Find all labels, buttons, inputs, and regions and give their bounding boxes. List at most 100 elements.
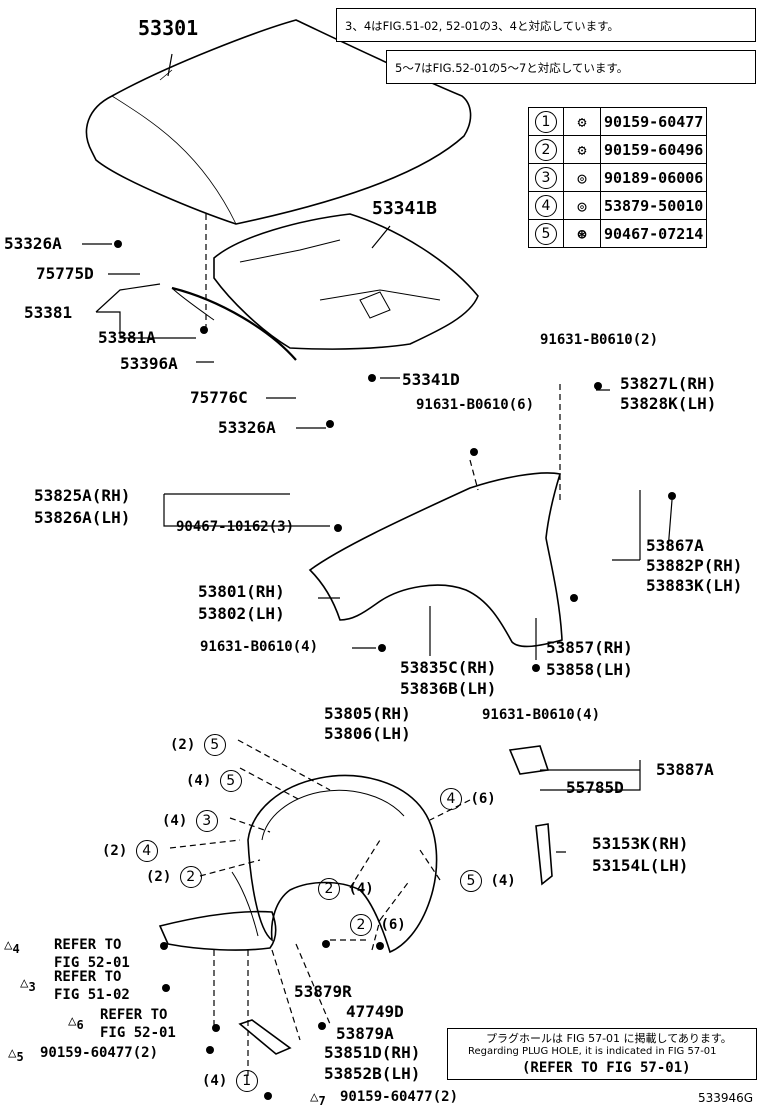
callout-num: 5 — [219, 770, 242, 792]
callout-num: 4 — [440, 788, 462, 810]
callout-4-6: 4 (6) — [440, 788, 496, 810]
callout-num: 3 — [195, 810, 218, 832]
legend-part: 53879-50010 — [599, 191, 708, 220]
legend-num: 4 — [535, 194, 557, 217]
label-53326a-top: 53326A — [4, 234, 62, 253]
label-53341d: 53341D — [402, 370, 460, 389]
label-53825a: 53825A(RH) — [34, 486, 131, 505]
callout-num: 2 — [318, 878, 340, 900]
callout-qty: (2) — [146, 869, 172, 885]
callout-2-4: (2) 4 — [102, 840, 158, 862]
note-2-text: 5〜7はFIG.52-01の5〜7と対応しています。 — [395, 61, 629, 75]
label-47749d: 47749D — [346, 1002, 404, 1021]
callout-qty: (6) — [380, 917, 406, 933]
label-53805: 53805(RH) — [324, 704, 411, 723]
label-refer-52-01a: REFER TO — [54, 937, 122, 953]
callout-num: 1 — [235, 1070, 258, 1092]
note-1-text: 3、4はFIG.51-02, 52-01の3、4と対応しています。 — [345, 19, 619, 33]
legend-row: 2 ⚙ 90159-60496 — [528, 135, 708, 164]
label-53381a: 53381A — [98, 328, 156, 347]
callout-num: 2 — [350, 914, 372, 936]
legend-row: 1 ⚙ 90159-60477 — [528, 107, 708, 136]
legend-part: 90159-60477 — [599, 107, 708, 136]
label-53806: 53806(LH) — [324, 724, 411, 743]
label-hood-insulator: 53341B — [372, 198, 438, 219]
callout-5-4: 5 (4) — [460, 870, 516, 892]
label-53857: 53857(RH) — [546, 638, 633, 657]
label-53858: 53858(LH) — [546, 660, 633, 679]
callout-4-3: (4) 3 — [162, 810, 218, 832]
label-75776c: 75776C — [190, 388, 248, 407]
label-53396a: 53396A — [120, 354, 178, 373]
nut-icon: ◎ — [577, 168, 587, 187]
legend-num: 1 — [535, 110, 557, 133]
fastener-legend: 1 ⚙ 90159-60477 2 ⚙ 90159-60496 3 ◎ 90189-0600… — [528, 107, 708, 248]
label-refer-52-01b-fig: FIG 52-01 — [100, 1025, 176, 1041]
label-53801: 53801(RH) — [198, 582, 285, 601]
legend-row: 5⊛90467-07214 — [528, 219, 708, 248]
label-53887a: 53887A — [656, 760, 714, 779]
callout-num: 4 — [135, 840, 158, 862]
bolt-icon: ⚙ — [577, 112, 587, 131]
label-53827l: 53827L(RH) — [620, 374, 717, 393]
label-53867a: 53867A — [646, 536, 704, 555]
clip-icon: ⊛ — [577, 224, 587, 243]
callout-qty: (4) — [490, 873, 516, 889]
legend-num: 3 — [535, 166, 557, 189]
note-box-1: 3、4はFIG.51-02, 52-01の3、4と対応しています。 — [336, 8, 756, 42]
label-53882p: 53882P(RH) — [646, 556, 743, 575]
refbox-en-text: Regarding PLUG HOLE, it is indicated in … — [468, 1046, 717, 1057]
legend-row: 3 ◎ 90189-06006 — [528, 163, 708, 192]
label-53879r: 53879R — [294, 982, 352, 1001]
callout-qty: (6) — [470, 791, 496, 807]
legend-part: 90467-07214 — [599, 219, 708, 248]
label-53851d: 53851D(RH) — [324, 1043, 421, 1062]
legend-part: 90159-60496 — [599, 135, 708, 164]
callout-qty: (4) — [348, 881, 374, 897]
ref-triangle-4: △4 — [4, 937, 20, 956]
callout-4-1: (4) 1 — [202, 1070, 258, 1092]
callout-num: 2 — [179, 866, 202, 888]
label-bolt-91631-6: 91631-B0610(6) — [416, 397, 535, 413]
note-box-2: 5〜7はFIG.52-01の5〜7と対応しています。 — [386, 50, 756, 84]
label-53381: 53381 — [24, 303, 73, 322]
label-53828k: 53828K(LH) — [620, 394, 717, 413]
callout-2-4b: 2 (4) — [318, 878, 374, 900]
label-bolt7-90159: 90159-60477(2) — [340, 1089, 459, 1105]
legend-num: 2 — [535, 138, 557, 161]
plug-hole-reference-box: プラグホールは FIG 57-01 に掲載してあります。 Regarding P… — [447, 1028, 757, 1080]
label-refer-51-02-fig: FIG 51-02 — [54, 987, 130, 1003]
label-53879a: 53879A — [336, 1024, 394, 1043]
callout-qty: (2) — [170, 737, 196, 753]
label-53153k: 53153K(RH) — [592, 834, 689, 853]
label-55785d: 55785D — [566, 778, 624, 797]
label-bolt-91631-4b: 91631-B0610(4) — [482, 707, 601, 723]
label-53154l: 53154L(LH) — [592, 856, 689, 875]
legend-row: 4◎53879-50010 — [528, 191, 708, 220]
callout-qty: (2) — [102, 843, 128, 859]
callout-2-5: (2) 5 — [170, 734, 226, 756]
ref-triangle-6: △6 — [68, 1013, 84, 1032]
bolt-icon: ⚙ — [577, 140, 587, 159]
ref-triangle-3: △3 — [20, 975, 36, 994]
legend-part: 90189-06006 — [599, 163, 708, 192]
label-refer-52-01b: REFER TO — [100, 1007, 168, 1023]
label-53883k: 53883K(LH) — [646, 576, 743, 595]
label-refer-51-02: REFER TO — [54, 969, 122, 985]
callout-qty: (4) — [186, 773, 212, 789]
label-53836b: 53836B(LH) — [400, 679, 497, 698]
label-bolt5-90159: 90159-60477(2) — [40, 1045, 159, 1061]
callout-qty: (4) — [162, 813, 188, 829]
label-hood: 53301 — [138, 16, 199, 40]
ref-triangle-7: △7 — [310, 1089, 326, 1108]
callout-4-5: (4) 5 — [186, 770, 242, 792]
label-53326a-low: 53326A — [218, 418, 276, 437]
label-refer-52-01a-fig: FIG 52-01 — [54, 955, 130, 971]
label-75775d: 75775D — [36, 264, 94, 283]
refbox-refer-text: (REFER TO FIG 57-01) — [522, 1060, 691, 1076]
refbox-jp-text: プラグホールは FIG 57-01 に掲載してあります。 — [486, 1032, 732, 1045]
callout-num: 5 — [460, 870, 482, 892]
label-bolt-91631-2: 91631-B0610(2) — [540, 332, 659, 348]
figure-id: 533946G — [698, 1091, 754, 1105]
